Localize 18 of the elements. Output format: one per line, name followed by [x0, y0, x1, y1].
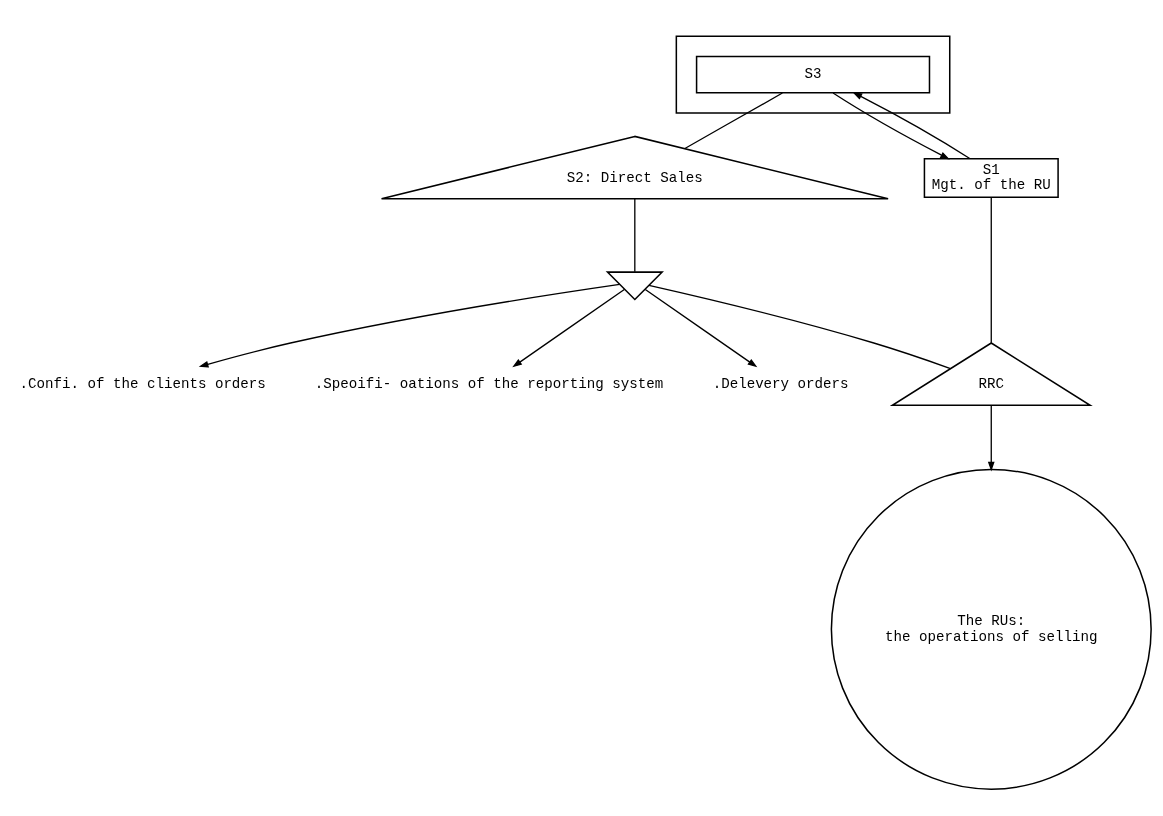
arrow — [511, 288, 625, 367]
arrow — [644, 288, 757, 367]
node-circle: The RUs: the operations of selling — [830, 468, 1152, 790]
connector — [647, 284, 951, 369]
arrow — [987, 404, 995, 471]
cluster — [675, 34, 950, 114]
node-text: .Confi. of the clients orders — [19, 375, 266, 392]
connector — [683, 91, 783, 149]
connector — [633, 197, 635, 272]
node-box: S1 Mgt. of the RU — [923, 157, 1059, 198]
node-box: S3 — [695, 55, 930, 94]
arrow — [198, 283, 620, 367]
connector — [990, 196, 992, 343]
node-text: .Speoifi- oations of the reporting system — [314, 375, 663, 392]
arrow — [831, 91, 950, 159]
arrow — [852, 91, 970, 159]
node-triangle — [605, 270, 664, 301]
node-text: .Delevery orders — [712, 375, 849, 392]
